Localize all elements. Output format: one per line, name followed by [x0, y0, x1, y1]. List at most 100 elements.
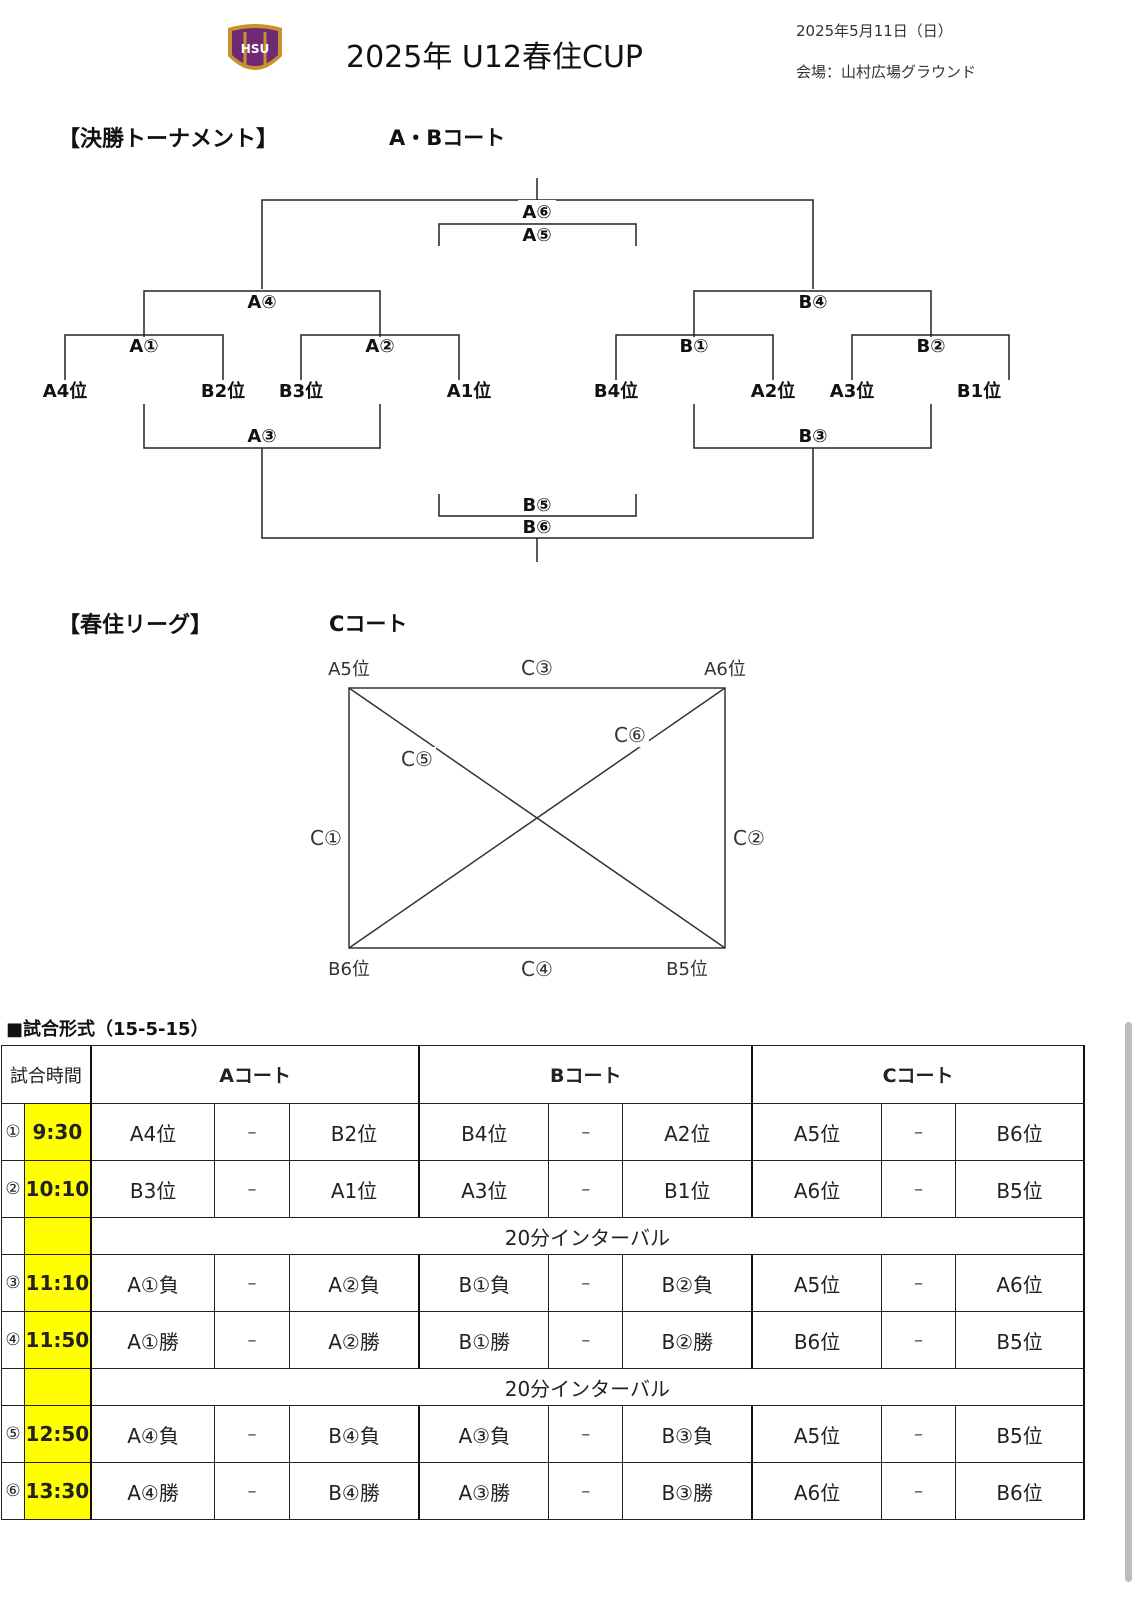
header-court-c: Cコート [751, 1045, 1085, 1104]
court-b-away: B1位 [622, 1160, 754, 1218]
tournament-court: A・Bコート [389, 126, 506, 150]
court-b-home: B4位 [418, 1103, 550, 1161]
vs-dash: – [214, 1254, 290, 1312]
league-corner-bl: B6位 [328, 959, 370, 980]
court-c-away: B6位 [955, 1462, 1086, 1520]
court-b-away: B②勝 [622, 1311, 754, 1369]
vs-dash: – [880, 1103, 957, 1161]
event-venue: 会場：山村広場グラウンド [796, 63, 977, 81]
table-row: ④ 11:50 A①勝 – A②勝 B①勝 – B②勝 B6位 – B5位 [0, 1311, 1086, 1369]
court-a-away: B④負 [288, 1405, 421, 1463]
vs-dash: – [214, 1160, 290, 1218]
interval-label: 20分インターバル [90, 1217, 1086, 1255]
header-court-b: Bコート [418, 1045, 754, 1104]
court-a-home: B3位 [90, 1160, 216, 1218]
team-slot: A4位 [43, 380, 87, 402]
team-slot: A2位 [751, 380, 795, 402]
match-a3-label: A③ [247, 426, 276, 447]
league-corner-tr: A6位 [704, 659, 746, 680]
match-time: 12:50 [24, 1405, 92, 1463]
court-a-home: A4位 [90, 1103, 216, 1161]
court-c-home: A6位 [751, 1462, 882, 1520]
court-a-away: B④勝 [288, 1462, 421, 1520]
scrollbar[interactable] [1125, 1022, 1132, 1582]
vs-dash: – [548, 1405, 624, 1463]
court-b-home: B①勝 [418, 1311, 550, 1369]
tournament-bracket: A⑥ A⑤ A④ B④ A① A② B① B② A4位 B2位 B3位 A1位 … [43, 178, 1010, 562]
match-time: 11:10 [24, 1254, 92, 1312]
court-c-home: A5位 [751, 1254, 882, 1312]
vs-dash: – [880, 1160, 957, 1218]
league-corner-br: B5位 [666, 959, 708, 980]
vs-dash: – [880, 1311, 957, 1369]
interval-row: 20分インターバル [0, 1368, 1086, 1406]
team-slot: B2位 [201, 380, 245, 402]
league-match-c3: C③ [521, 656, 553, 680]
vs-dash: – [548, 1311, 624, 1369]
team-slot: A3位 [830, 380, 874, 402]
court-b-home: A③負 [418, 1405, 550, 1463]
court-c-home: B6位 [751, 1311, 882, 1369]
match-time: 13:30 [24, 1462, 92, 1520]
match-time: 11:50 [24, 1311, 92, 1369]
event-date: 2025年5月11日（日） [796, 22, 953, 40]
match-b4-label: B④ [799, 292, 828, 313]
league-match-c6: C⑥ [614, 723, 646, 747]
league-court: Cコート [329, 612, 408, 636]
vs-dash: – [548, 1462, 624, 1520]
table-row: ⑥ 13:30 A④勝 – B④勝 A③勝 – B③勝 A6位 – B6位 [0, 1462, 1086, 1520]
header-time: 試合時間 [0, 1045, 92, 1104]
court-b-home: A3位 [418, 1160, 550, 1218]
schedule-title: ■試合形式（15-5-15） [6, 1019, 209, 1040]
schedule-header-row: 試合時間 Aコート Bコート Cコート [0, 1045, 1085, 1104]
court-b-away: B③勝 [622, 1462, 754, 1520]
court-c-home: A6位 [751, 1160, 882, 1218]
court-b-away: A2位 [622, 1103, 754, 1161]
match-number: ① [0, 1103, 26, 1161]
match-a5-label: A⑤ [522, 225, 551, 246]
page-title: 2025年 U12春住CUP [346, 40, 644, 75]
table-row: ① 9:30 A4位 – B2位 B4位 – A2位 A5位 – B6位 [0, 1103, 1086, 1161]
match-number: ⑥ [0, 1462, 26, 1520]
court-a-home: A④勝 [90, 1462, 216, 1520]
vs-dash: – [214, 1103, 290, 1161]
league-diagram: A5位 A6位 B6位 B5位 C③ C④ C① C② C⑤ C⑥ [310, 656, 765, 981]
court-c-home: A5位 [751, 1103, 882, 1161]
table-row: ② 10:10 B3位 – A1位 A3位 – B1位 A6位 – B5位 [0, 1160, 1086, 1218]
team-slot: B4位 [594, 380, 638, 402]
match-time: 10:10 [24, 1160, 92, 1218]
match-a6-label: A⑥ [522, 202, 551, 223]
match-number: ⑤ [0, 1405, 26, 1463]
table-row: ⑤ 12:50 A④負 – B④負 A③負 – B③負 A5位 – B5位 [0, 1405, 1086, 1463]
match-number: ③ [0, 1254, 26, 1312]
court-b-home: B①負 [418, 1254, 550, 1312]
court-c-home: A5位 [751, 1405, 882, 1463]
vs-dash: – [214, 1311, 290, 1369]
league-match-c1: C① [310, 826, 342, 850]
match-b1-label: B① [680, 336, 709, 357]
court-a-away: B2位 [288, 1103, 421, 1161]
court-a-home: A①負 [90, 1254, 216, 1312]
vs-dash: – [548, 1254, 624, 1312]
interval-row: 20分インターバル [0, 1217, 1086, 1255]
vs-dash: – [880, 1462, 957, 1520]
team-logo: HSU [228, 24, 282, 70]
header-court-a: Aコート [90, 1045, 421, 1104]
vs-dash: – [548, 1160, 624, 1218]
match-a4-label: A④ [247, 292, 276, 313]
table-row: ③ 11:10 A①負 – A②負 B①負 – B②負 A5位 – A6位 [0, 1254, 1086, 1312]
court-a-away: A②勝 [288, 1311, 421, 1369]
league-heading: 【春住リーグ】 [58, 613, 213, 638]
league-match-c2: C② [733, 826, 765, 850]
schedule-table: 試合時間 Aコート Bコート Cコート ① 9:30 A4位 – B2位 B4位… [0, 1045, 1086, 1520]
logo-text: HSU [241, 42, 269, 56]
vs-dash: – [214, 1405, 290, 1463]
court-c-away: B6位 [955, 1103, 1086, 1161]
court-c-away: A6位 [955, 1254, 1086, 1312]
match-time: 9:30 [24, 1103, 92, 1161]
match-b2-label: B② [917, 336, 946, 357]
court-a-home: A④負 [90, 1405, 216, 1463]
court-a-home: A①勝 [90, 1311, 216, 1369]
court-c-away: B5位 [955, 1405, 1086, 1463]
vs-dash: – [880, 1254, 957, 1312]
